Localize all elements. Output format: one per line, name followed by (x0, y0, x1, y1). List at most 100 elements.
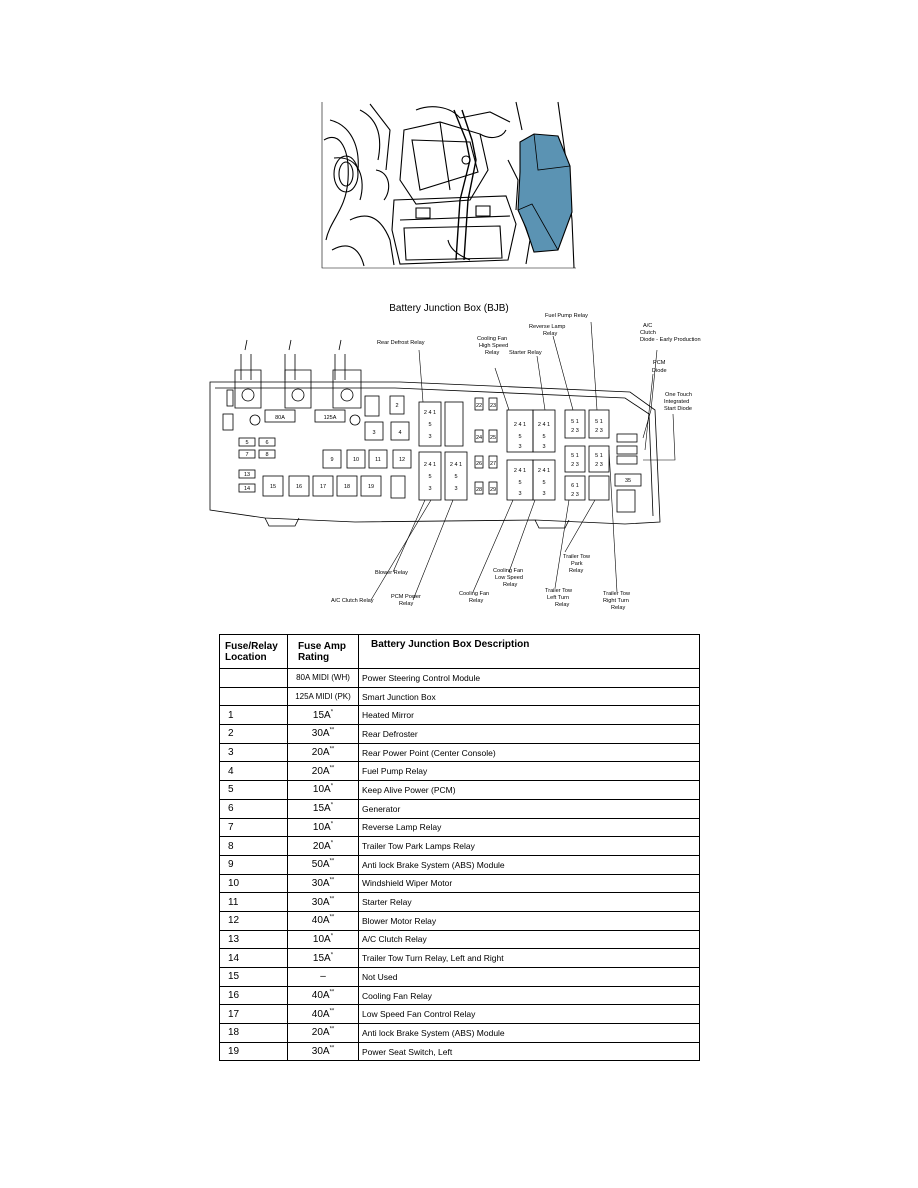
cell-location: 7 (219, 817, 288, 838)
relay-pins: 3 (542, 491, 545, 497)
rating-mark: * (330, 802, 334, 809)
cell-rating: 40A** (287, 910, 359, 931)
fuse-label-35: 35 (625, 478, 631, 484)
cell-rating: 20A** (287, 1023, 359, 1043)
cell-description: Rear Power Point (Center Console) (358, 742, 700, 763)
fuse-label-14: 14 (244, 486, 250, 492)
relay-pins: 2 3 (571, 492, 579, 498)
relay-pins: 5 1 (571, 453, 579, 459)
label-trailer-right-1: Trailer Tow (603, 591, 631, 597)
label-pcm-diode-2: Diode (652, 368, 667, 374)
rating-mark: ** (329, 1045, 335, 1052)
label-cooling-fan-high-2: High Speed (479, 343, 508, 349)
label-reverse-lamp-2: Relay (543, 331, 558, 337)
cell-location: 16 (219, 985, 288, 1006)
relay-pins: 6 1 (571, 483, 579, 489)
cell-location: 8 (219, 836, 288, 856)
rating-mark: ** (329, 858, 335, 865)
table-row: 15–Not Used (219, 967, 700, 987)
relay-pins: 3 (454, 486, 457, 492)
cell-location: 10 (219, 873, 288, 894)
fuse-label-4: 4 (398, 430, 401, 436)
rating-value: 15A (312, 803, 331, 815)
cell-description: Blower Motor Relay (358, 910, 700, 931)
relay-pins: 2 3 (571, 462, 579, 468)
cell-location: 9 (219, 854, 288, 875)
rating-mark: * (330, 840, 334, 847)
fuse-label-13: 13 (244, 472, 250, 478)
cell-location: 2 (219, 724, 288, 744)
relay-pins: 3 (518, 444, 521, 450)
relay-pins: 5 1 (595, 453, 603, 459)
cell-description: Anti lock Brake System (ABS) Module (358, 1023, 700, 1043)
cell-rating: 20A** (287, 761, 359, 782)
relay-pins: 3 (428, 434, 431, 440)
rating-value: 40A (311, 990, 330, 1002)
fuse-label-18: 18 (344, 484, 350, 490)
rating-value: 10A (312, 933, 331, 945)
fuse-label-28: 28 (476, 487, 482, 493)
cell-location: 18 (219, 1023, 288, 1043)
cell-rating: 15A* (287, 948, 359, 968)
fuse-label-27: 27 (490, 461, 496, 467)
fuse-label-3: 3 (372, 430, 375, 436)
relay-pins: 5 (428, 474, 431, 480)
cell-location: 11 (219, 892, 288, 912)
label-cooling-fan-low-3: Relay (503, 582, 518, 588)
rating-value: 40A (311, 915, 330, 927)
cell-rating: 30A** (287, 892, 359, 912)
rating-mark: ** (329, 746, 335, 753)
cell-rating: 40A** (287, 985, 359, 1006)
cell-description: Anti lock Brake System (ABS) Module (358, 854, 700, 875)
label-ac-diode-1: A/C (643, 323, 652, 329)
fuse-label-6: 6 (265, 440, 268, 446)
label-ac-clutch-relay: A/C Clutch Relay (331, 598, 374, 604)
relay-pins: 2 4 1 (514, 422, 526, 428)
engine-compartment-illustration (321, 101, 576, 269)
cell-description: Reverse Lamp Relay (358, 817, 700, 838)
rating-mark: ** (329, 1008, 335, 1015)
relay-pins: 2 4 1 (514, 468, 526, 474)
rating-value: 30A (311, 728, 330, 740)
fuse-label-2: 2 (395, 403, 398, 409)
rating-value: 15A (312, 952, 331, 964)
figure-caption: Battery Junction Box (BJB) (389, 303, 509, 314)
cell-rating: – (287, 967, 359, 987)
rating-value: – (320, 971, 326, 983)
relay-pins: 2 4 1 (424, 410, 436, 416)
rating-mark: ** (329, 989, 335, 996)
rating-value: 30A (311, 877, 330, 889)
table-row: 125A MIDI (PK)Smart Junction Box (219, 686, 700, 707)
cell-rating: 80A MIDI (WH) (287, 668, 359, 688)
cell-description: Heated Mirror (358, 705, 700, 726)
rating-value: 15A (312, 709, 331, 721)
fuse-label-17: 17 (320, 484, 326, 490)
cell-description: Not Used (358, 967, 700, 987)
cell-location: 19 (219, 1041, 288, 1062)
rating-mark: * (330, 821, 334, 828)
rating-value: 30A (311, 1046, 330, 1058)
rating-mark: * (330, 784, 334, 791)
cell-description: Low Speed Fan Control Relay (358, 1004, 700, 1025)
label-cooling-fan-1: Cooling Fan (459, 591, 489, 597)
cell-rating: 10A* (287, 929, 359, 950)
relay-pins: 2 3 (595, 428, 603, 434)
rating-value: 20A (312, 840, 331, 852)
cell-rating: 20A** (287, 742, 359, 763)
rating-mark: ** (329, 896, 335, 903)
bjb-highlight (517, 133, 573, 253)
cell-location: 6 (219, 798, 288, 819)
cell-description: Power Steering Control Module (358, 668, 700, 688)
rating-value: 50A (311, 859, 330, 871)
label-trailer-park-3: Relay (569, 568, 584, 574)
